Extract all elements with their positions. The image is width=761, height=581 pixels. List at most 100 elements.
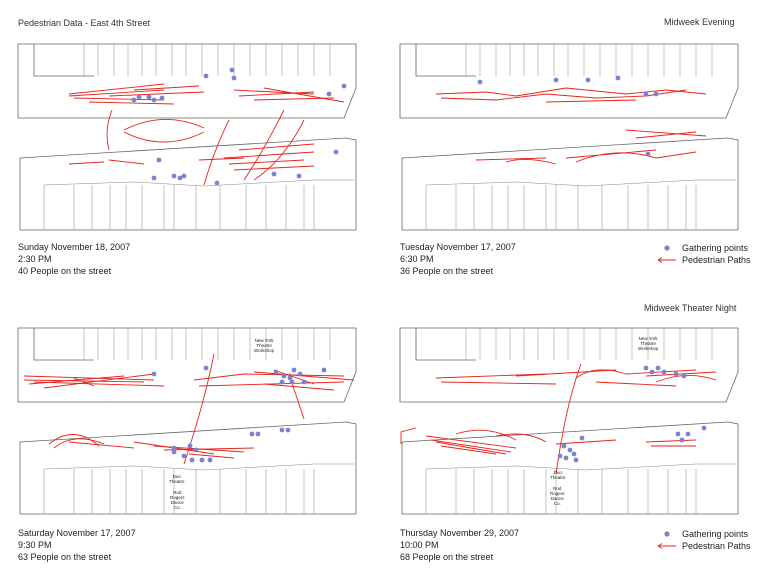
tuesday-paths: [435, 87, 707, 165]
gathering-point: [321, 367, 327, 373]
count: 40 People on the street: [18, 266, 112, 276]
gathering-point: [301, 379, 307, 385]
gathering-point: [477, 79, 483, 85]
gathering-point: [615, 75, 621, 81]
thursday-gathering: [557, 365, 707, 463]
gathering-point: [649, 369, 655, 375]
block-outline: [17, 327, 357, 515]
gathering-point: [279, 427, 285, 433]
count: 68 People on the street: [400, 552, 494, 562]
tuesday-gathering: [477, 75, 659, 157]
gathering-point: [553, 77, 559, 83]
gathering-point: [131, 97, 137, 103]
saturday-paths: [23, 353, 355, 465]
caption-thursday: Thursday November 29, 2007 10:00 PM 68 P…: [400, 527, 519, 563]
caption-tuesday: Tuesday November 17, 2007 6:30 PM 36 Peo…: [400, 241, 516, 277]
gathering-point: [177, 175, 183, 181]
gathering-point: [563, 455, 569, 461]
date: Sunday November 18, 2007: [18, 242, 131, 252]
evening-title: Midweek Evening: [664, 17, 735, 27]
gathering-point: [159, 95, 165, 101]
page-title: Pedestrian Data - East 4th Street: [18, 18, 151, 28]
gathering-point: [281, 373, 287, 379]
block-outline: [399, 43, 739, 231]
gathering-point: [561, 443, 567, 449]
gathering-point: [285, 427, 291, 433]
gathering-point: [326, 91, 332, 97]
gathering-point: [655, 365, 661, 371]
gathering-point: [573, 457, 579, 463]
gathering-point: [679, 437, 685, 443]
gathering-point: [214, 180, 220, 186]
building-lines: [425, 328, 736, 514]
time: 9:30 PM: [18, 540, 52, 550]
date: Thursday November 29, 2007: [400, 528, 520, 538]
caption-saturday: Saturday November 17, 2007 9:30 PM 63 Pe…: [18, 527, 136, 563]
gathering-point: [171, 173, 177, 179]
legend-top: Gathering points Pedestrian Paths: [656, 242, 751, 266]
count: 36 People on the street: [400, 266, 494, 276]
gathering-point: [199, 457, 205, 463]
gathering-point: [279, 379, 285, 385]
rod-label-thu: Rod Rogers Dance Co.: [550, 486, 565, 506]
sunday-paths: [68, 83, 345, 186]
gathering-point: [287, 375, 293, 381]
saturday-gathering: [151, 365, 327, 463]
gathering-point: [567, 447, 573, 453]
legend-bottom: Gathering points Pedestrian Paths: [656, 528, 751, 552]
nytw-label-sat: New York Theatre Workshop: [254, 338, 275, 353]
gathering-point: [571, 451, 577, 457]
gathering-point: [229, 67, 235, 73]
gathering-point: [661, 369, 667, 375]
gathering-point: [643, 365, 649, 371]
panel-saturday: New York Theatre Workshop Duo Theatre Ro…: [14, 324, 359, 539]
gathering-point: [289, 379, 295, 385]
legend-gathering: Gathering points: [656, 242, 751, 254]
gathering-point: [203, 73, 209, 79]
gathering-point: [151, 371, 157, 377]
duo-label-thu: Duo Theatre: [550, 470, 566, 480]
tuesday-map: [399, 43, 739, 231]
panel-thursday: New York Theatre Workshop Duo Theatre Ro…: [396, 324, 741, 539]
gathering-point: [181, 453, 187, 459]
sunday-gathering: [131, 67, 347, 186]
gathering-point: [645, 151, 651, 157]
gathering-point: [181, 173, 187, 179]
legend-gathering: Gathering points: [656, 528, 751, 540]
gathering-point: [333, 149, 339, 155]
gathering-point: [585, 77, 591, 83]
duo-label-sat: Duo Theatre: [169, 474, 185, 484]
gathering-point: [681, 373, 687, 379]
building-lines: [425, 44, 736, 230]
gathering-point: [151, 97, 157, 103]
gathering-point: [643, 91, 649, 97]
caption-sunday: Sunday November 18, 2007 2:30 PM 40 Peop…: [18, 241, 130, 277]
gathering-point: [193, 447, 199, 453]
gathering-point: [189, 457, 195, 463]
time: 2:30 PM: [18, 254, 52, 264]
gathering-point: [297, 371, 303, 377]
gathering-point: [653, 91, 659, 97]
gathering-point: [151, 175, 157, 181]
count: 63 People on the street: [18, 552, 112, 562]
gathering-point: [579, 435, 585, 441]
panel-sunday: [14, 40, 359, 255]
building-lines: [43, 44, 354, 230]
gathering-point: [296, 173, 302, 179]
block-outline: [399, 327, 739, 515]
saturday-map: [17, 327, 357, 515]
legend-paths: Pedestrian Paths: [656, 254, 751, 266]
gathering-point: [685, 431, 691, 437]
thursday-paths: [400, 363, 717, 475]
gathering-point: [557, 453, 563, 459]
gathering-point: [187, 443, 193, 449]
date: Saturday November 17, 2007: [18, 528, 136, 538]
gathering-point: [675, 431, 681, 437]
gathering-point: [271, 171, 277, 177]
time: 6:30 PM: [400, 254, 434, 264]
gathering-point: [273, 369, 279, 375]
gathering-point: [255, 431, 261, 437]
gathering-point: [136, 94, 142, 100]
gathering-point: [156, 157, 162, 163]
thursday-map: [399, 327, 739, 515]
